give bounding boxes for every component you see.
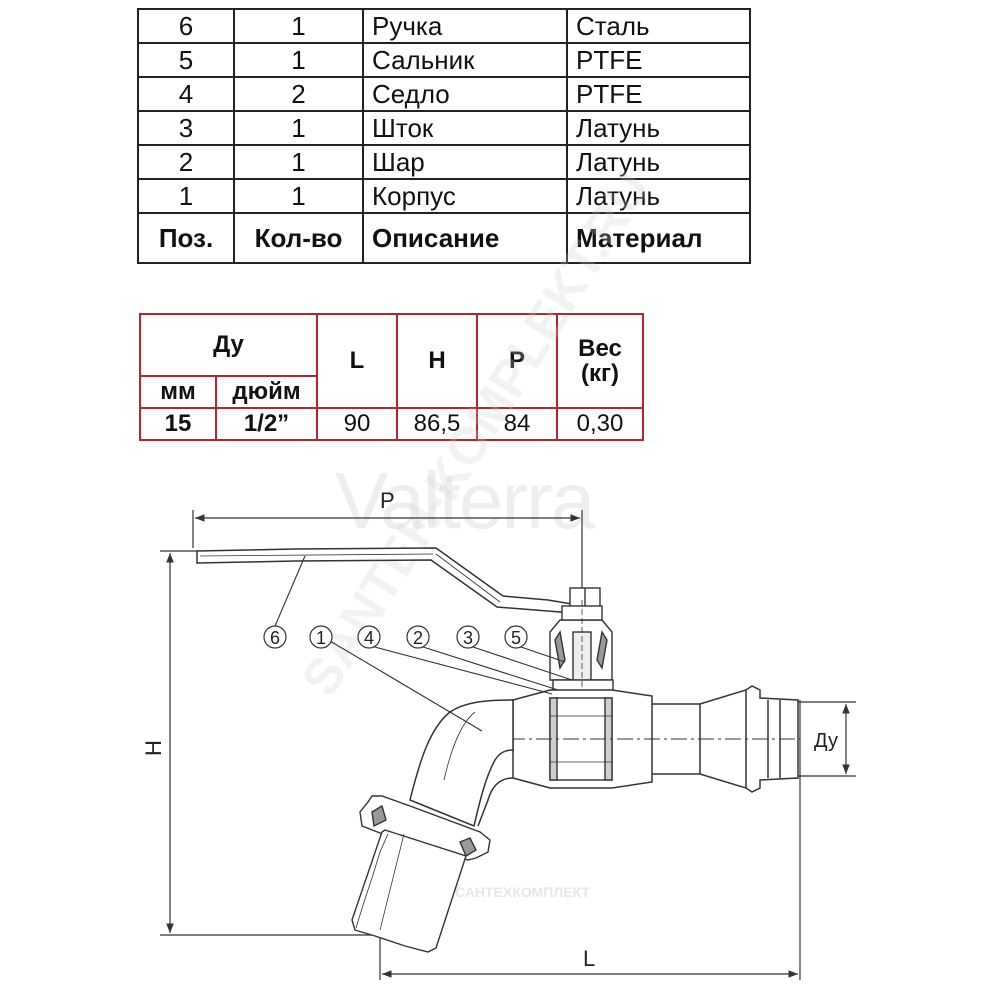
callout-2: 2 [406,625,430,649]
table-row: 15 1/2” 90 86,5 84 0,30 [139,407,644,441]
desc-cell: Сальник [362,42,568,78]
svg-text:3: 3 [463,628,473,648]
pos-cell: 6 [137,8,235,44]
desc-cell: Шток [362,110,568,146]
material-cell: Сталь [566,8,751,44]
qty-cell: 1 [233,110,364,146]
h-header: H [396,313,478,409]
dimension-dn-label: Ду [814,730,838,752]
hose-barb [351,829,467,953]
pos-cell: 3 [137,110,235,146]
table-row: 6 1 Ручка Сталь [137,8,751,44]
table-row: 3 1 Шток Латунь [137,110,751,146]
qty-cell: 1 [233,178,364,214]
p-value: 84 [476,407,558,441]
dimension-h [160,550,375,936]
material-cell: PTFE [566,76,751,112]
leader-lines [274,555,573,732]
material-cell: Латунь [566,144,751,180]
mm-header: мм [139,375,217,409]
qty-cell: 1 [233,42,364,78]
pos-cell: 4 [137,76,235,112]
svg-text:Valterra: Valterra [335,456,596,545]
callout-4: 4 [357,625,381,649]
dimension-dn [798,701,856,777]
material-cell: PTFE [566,42,751,78]
spout [409,699,514,828]
dimensions-table: Ду L H P Вес (кг) мм дюйм 15 1/2” 90 86,… [139,313,644,441]
desc-header: Описание [362,212,568,264]
dimension-l-label: L [583,946,595,971]
l-header: L [316,313,398,409]
svg-text:САНТЕХКОМПЛЕКТ: САНТЕХКОМПЛЕКТ [455,884,590,900]
svg-text:1: 1 [316,628,326,648]
qty-header: Кол-во [233,212,364,264]
stem-assembly [549,587,614,699]
callout-1: 1 [309,625,333,649]
svg-text:4: 4 [364,628,374,648]
dimension-p-label: P [380,488,395,513]
dimension-l [379,700,801,980]
parts-table: 6 1 Ручка Сталь 5 1 Сальник PTFE 4 2 Сед… [137,8,751,264]
material-header: Материал [566,212,751,264]
table-row: 1 1 Корпус Латунь [137,178,751,214]
pos-cell: 1 [137,178,235,214]
inch-value: 1/2” [215,407,318,441]
callout-5: 5 [504,625,528,649]
desc-cell: Корпус [362,178,568,214]
pos-header: Поз. [137,212,235,264]
dimension-p [192,510,583,598]
inch-header: дюйм [215,375,318,409]
material-cell: Латунь [566,178,751,214]
dimension-h-label: H [141,740,166,756]
qty-cell: 1 [233,8,364,44]
h-value: 86,5 [396,407,478,441]
desc-cell: Седло [362,76,568,112]
weight-value: 0,30 [556,407,644,441]
callout-3: 3 [456,625,480,649]
watermark-brand: Valterra [335,456,598,545]
svg-text:6: 6 [270,628,280,648]
svg-text:2: 2 [413,628,423,648]
pos-cell: 2 [137,144,235,180]
hose-nut [359,795,491,861]
table-row: 4 2 Седло PTFE [137,76,751,112]
watermark-small: САНТЕХКОМПЛЕКТ [455,884,590,900]
table-row: 2 1 Шар Латунь [137,144,751,180]
desc-cell: Шар [362,144,568,180]
material-cell: Латунь [566,110,751,146]
dn-header: Ду [139,313,318,377]
pos-cell: 5 [137,42,235,78]
table-row: 5 1 Сальник PTFE [137,42,751,78]
svg-text:5: 5 [511,628,521,648]
table-header-row: Поз. Кол-во Описание Материал [137,212,751,264]
desc-cell: Ручка [362,8,568,44]
qty-cell: 2 [233,76,364,112]
p-header: P [476,313,558,409]
mm-value: 15 [139,407,217,441]
qty-cell: 1 [233,144,364,180]
weight-header: Вес (кг) [556,313,644,409]
l-value: 90 [316,407,398,441]
callout-6: 6 [263,625,287,649]
